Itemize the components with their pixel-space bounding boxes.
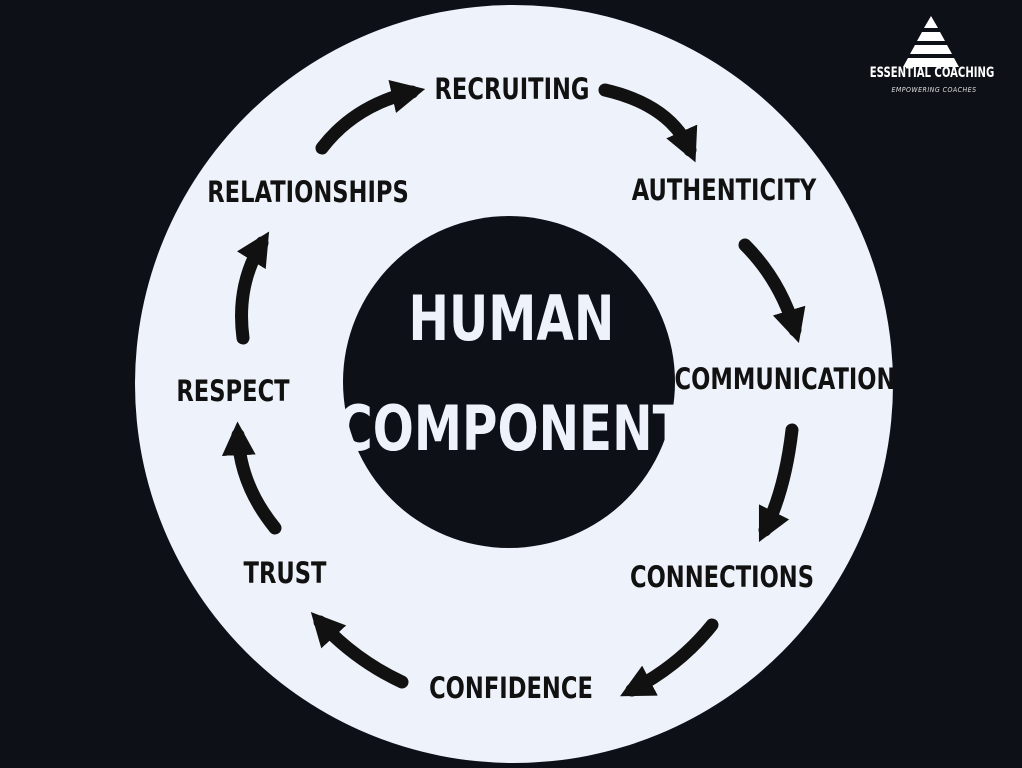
center-title-line-1: HUMAN [408, 282, 615, 355]
node-communication: COMMUNICATION [674, 362, 896, 396]
logo-title: ESSENTIAL COACHING [869, 65, 995, 81]
node-recruiting: RECRUITING [434, 72, 590, 106]
arrow-connections-to-confidence [620, 618, 719, 697]
node-relationships: RELATIONSHIPS [207, 175, 409, 209]
arrow-communication-to-connections [758, 423, 799, 543]
node-trust: TRUST [243, 556, 327, 590]
arrow-recruiting-to-authenticity [598, 83, 698, 163]
arrow-authenticity-to-communication [738, 238, 806, 343]
arrow-respect-to-relationships [235, 231, 270, 345]
arrow-confidence-to-trust [310, 612, 409, 689]
logo-tagline: EMPOWERING COACHES [891, 86, 977, 94]
center-circle [343, 216, 675, 548]
arrow-trust-to-respect [221, 421, 282, 535]
node-respect: RESPECT [176, 374, 290, 408]
pyramid-icon [903, 16, 959, 67]
arrow-relationships-to-recruiting [315, 80, 426, 155]
node-connections: CONNECTIONS [629, 560, 815, 594]
node-confidence: CONFIDENCE [429, 671, 593, 705]
center-title-line-2: COMPONENT [337, 392, 686, 465]
node-authenticity: AUTHENTICITY [631, 173, 817, 207]
